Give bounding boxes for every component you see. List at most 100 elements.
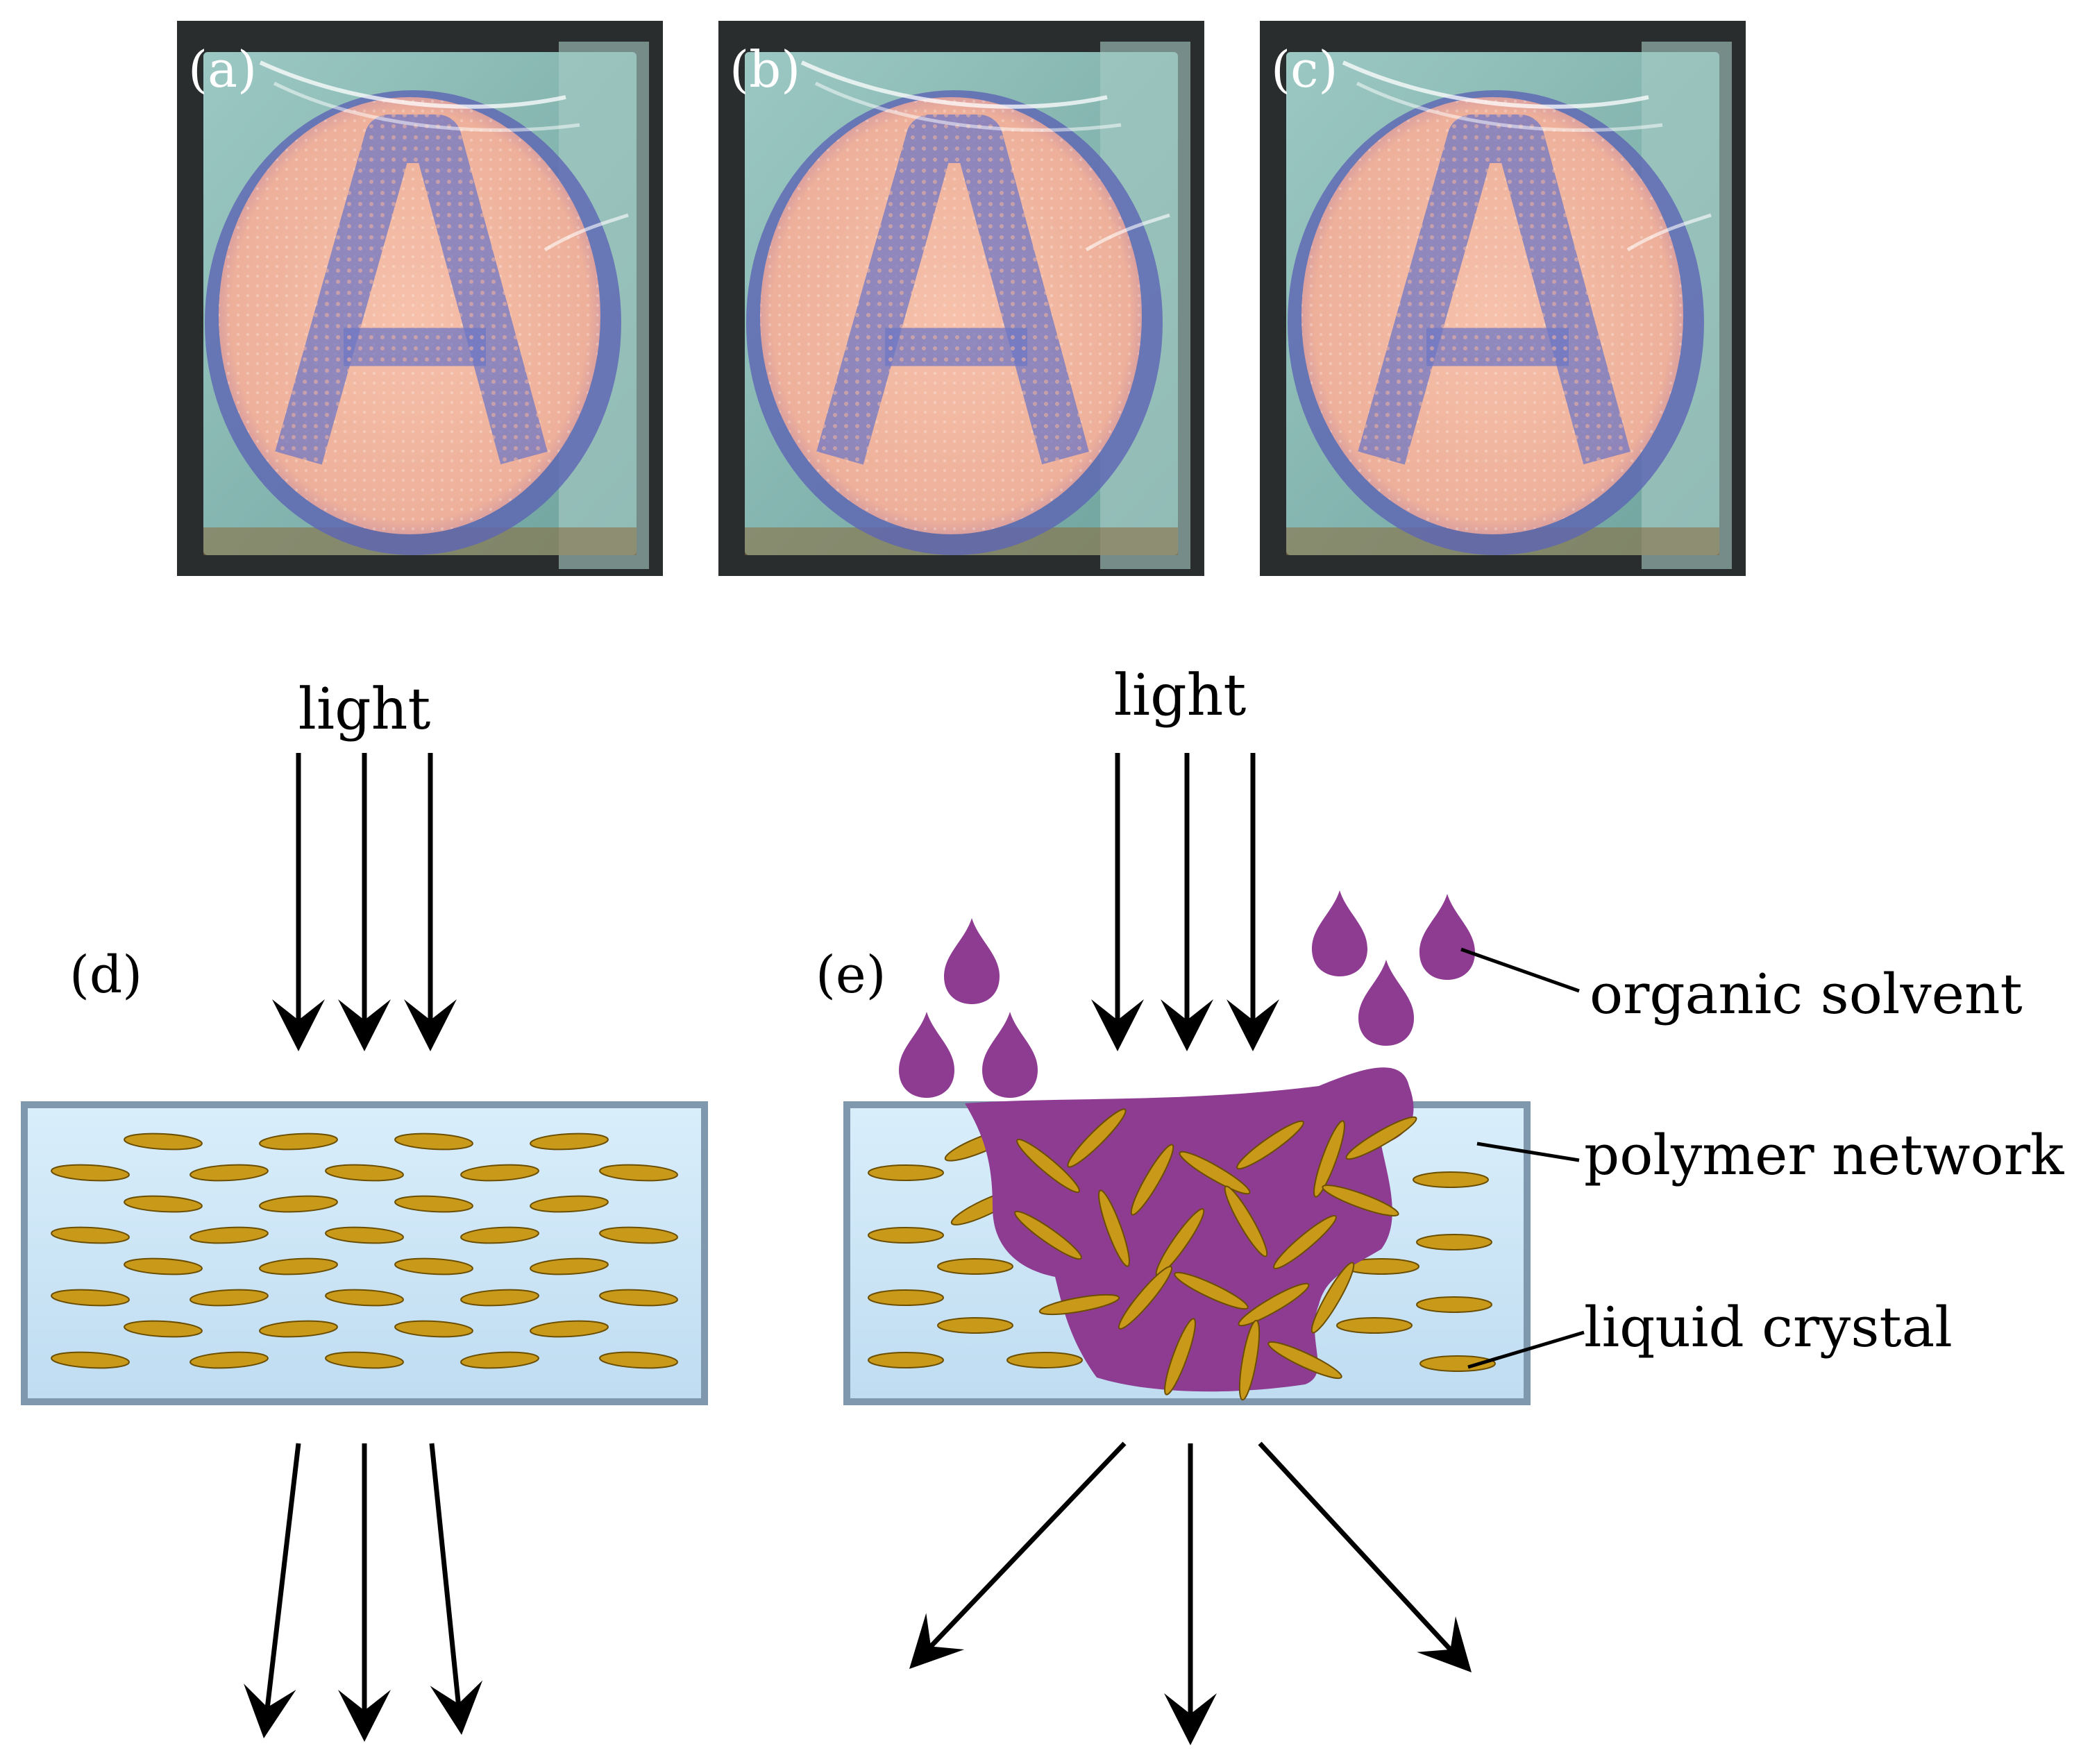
reflection-streak [1342,60,1649,109]
light-arrow [1091,753,1144,1051]
lc-molecule [1273,1214,1337,1270]
transmitted-arrow [338,1443,391,1742]
reflection-streak [814,81,1122,132]
letter-a-mark [275,115,548,465]
lc-molecule [259,1133,338,1151]
liquid-crystal-molecules-e [868,1128,1496,1372]
lc-molecule [394,1320,473,1338]
lc-molecule [1067,1108,1127,1168]
lc-molecule [460,1289,539,1307]
lc-molecule [51,1226,130,1244]
lc-molecule [937,1258,1013,1275]
lc-molecule [51,1289,130,1307]
solvent-droplet [982,1012,1038,1098]
light-arrow [272,753,325,1051]
lc-molecule [1016,1138,1080,1194]
lc-molecule [1238,1282,1310,1327]
panel-label-e: (e) [816,945,886,1005]
lc-molecule [530,1257,609,1275]
lc-molecule [599,1289,678,1307]
solvent-droplet [944,918,1000,1004]
disordered-liquid-crystal-molecules [1014,1108,1417,1401]
lc-molecule [394,1257,473,1275]
scattered-arrow [1164,1443,1217,1745]
lc-molecule [599,1226,678,1244]
lc-molecule [51,1164,130,1182]
letter-a-mark [816,115,1089,465]
lc-molecule [325,1351,404,1369]
lc-molecule [530,1320,609,1338]
lc-molecule [325,1289,404,1307]
lc-molecule [530,1133,609,1151]
lc-molecule [189,1289,269,1307]
lc-molecule [1238,1319,1261,1401]
lc-molecule [51,1351,130,1369]
light-arrow [1227,753,1279,1051]
label-polymer-network: polymer network [1584,1123,2065,1187]
lc-molecule [1014,1210,1082,1260]
lc-molecule [460,1351,539,1369]
reflection-streak [1085,213,1170,252]
lc-molecule [868,1352,944,1368]
diagram-panel-e: (e) light organic solvent polymer networ… [816,663,2065,1745]
lc-molecule [460,1164,539,1182]
solvent-droplet [1419,894,1475,980]
lc-molecule [394,1195,473,1213]
lc-molecule [259,1320,338,1338]
lc-molecule [1118,1266,1173,1330]
solvent-droplet [1358,960,1414,1046]
letter-a-strokes [816,115,1089,465]
label-organic-solvent: organic solvent [1590,962,2023,1026]
reflection-streak [1626,213,1712,252]
photo-panel-a: (a) [177,21,663,576]
lc-molecule [1311,1262,1355,1334]
lc-molecule [1345,1116,1417,1160]
leader-liquid-crystal [1467,1330,1585,1369]
leader-organic-solvent [1460,947,1580,993]
scattered-arrow [909,1441,1127,1669]
leader-polymer-network [1476,1142,1580,1162]
lc-molecule [1413,1171,1489,1188]
lc-molecule [1313,1120,1345,1198]
lc-molecule [189,1351,269,1369]
incident-light-arrows-e [1091,753,1279,1051]
panel-label-d: (d) [69,945,142,1005]
transmitted-arrow [244,1443,301,1738]
lc-molecule [259,1257,338,1275]
light-arrow [338,753,391,1051]
reflection-streak [543,213,629,252]
lc-molecule [1164,1318,1196,1396]
lc-molecule [1416,1234,1492,1250]
lc-molecule [1224,1185,1268,1257]
lc-molecule [124,1257,203,1275]
transmitted-arrow [429,1443,483,1735]
diagram-panel-d: (d) light [21,677,708,1742]
lc-molecule [124,1133,203,1151]
lc-molecule [1179,1151,1251,1195]
lc-molecule [460,1226,539,1244]
photo-panel-b: (b) [718,21,1204,576]
panel-label-c: (c) [1271,40,1338,99]
solvent-droplets [899,890,1475,1098]
lc-molecule [1038,1294,1120,1316]
reflection-streak [259,60,566,109]
lc-molecule [868,1227,944,1244]
lc-molecule [189,1164,269,1182]
solvent-droplet [899,1012,954,1098]
light-label-e: light [1114,663,1247,729]
letter-a-strokes [1358,115,1630,465]
reflection-streak [800,60,1108,109]
transmitted-light-arrows-d [244,1443,483,1742]
photo-panel-c: (c) [1260,21,1746,576]
scattered-light-arrows-e [909,1441,1472,1745]
lc-molecule [124,1195,203,1213]
lc-molecule [868,1164,944,1181]
lc-molecule [868,1289,944,1306]
lc-molecule [1267,1341,1342,1380]
panel-label-b: (b) [730,40,800,99]
lc-molecule [394,1133,473,1151]
lc-molecule [259,1195,338,1213]
lc-molecule [325,1164,404,1182]
letter-a-mark [1358,115,1630,465]
lc-molecule [1336,1317,1413,1334]
